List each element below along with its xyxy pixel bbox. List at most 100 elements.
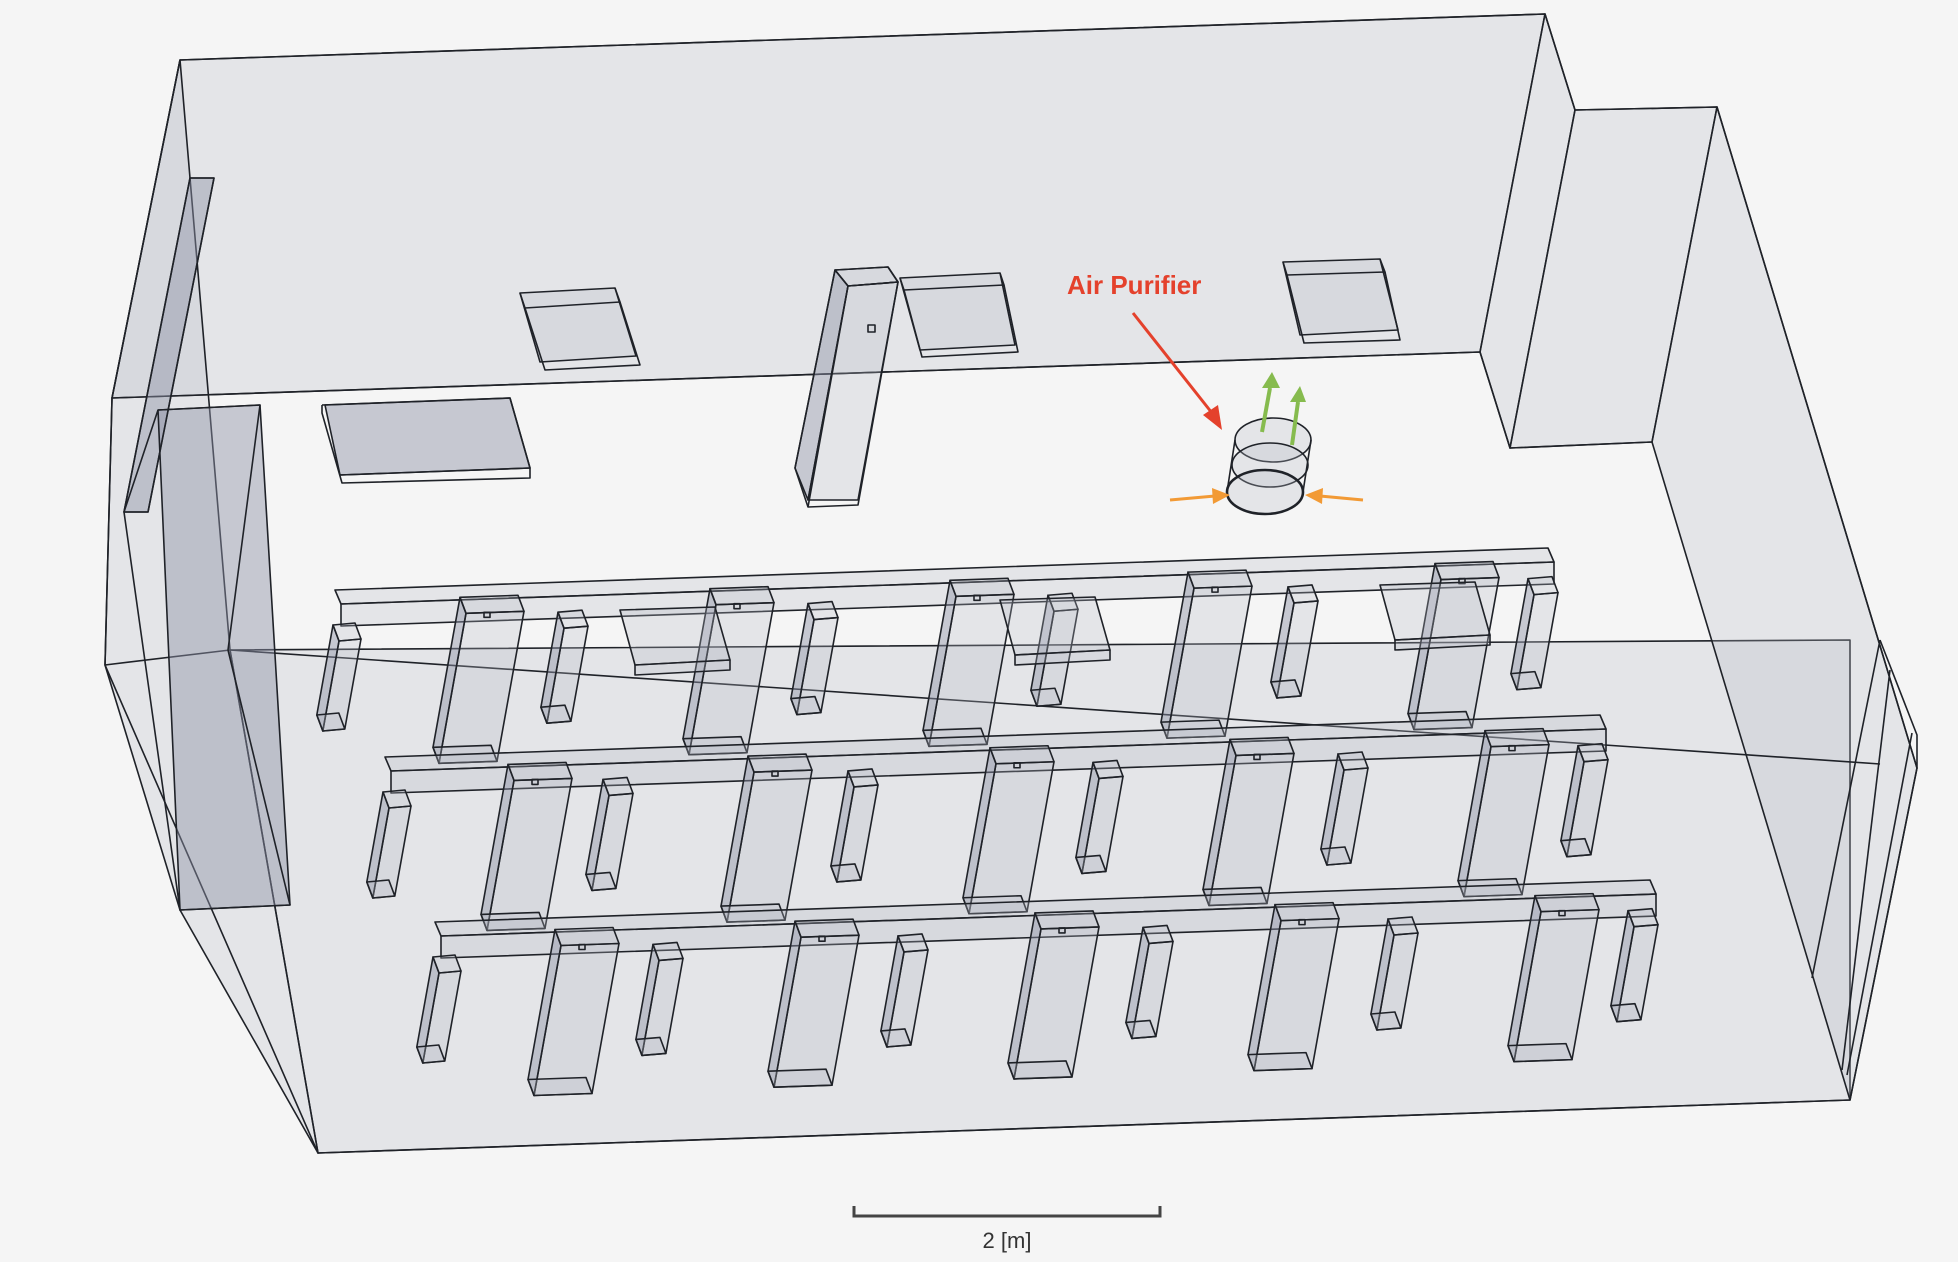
- desk-leg: [557, 609, 589, 630]
- desk-leg: [432, 954, 462, 974]
- desk-surface: [390, 728, 1607, 794]
- power-button-icon: [1558, 909, 1566, 917]
- power-button-icon: [1458, 577, 1466, 585]
- desk-leg: [652, 941, 684, 962]
- desk-leg: [540, 704, 572, 725]
- desk-leg: [807, 600, 839, 621]
- computer-tower: [1007, 1060, 1073, 1080]
- power-button-icon: [531, 778, 539, 786]
- power-button-icon: [1211, 586, 1219, 593]
- desk-leg: [1387, 916, 1419, 936]
- computer-tower: [1202, 886, 1268, 907]
- desk-leg: [1577, 742, 1609, 763]
- computer-tower: [989, 744, 1055, 765]
- scale-bar-label: 2 [m]: [983, 1228, 1032, 1253]
- power-button-icon: [771, 770, 779, 777]
- computer-tower: [1457, 877, 1523, 898]
- power-button-icon: [1253, 753, 1261, 761]
- power-button-icon: [818, 935, 826, 943]
- power-button-icon: [1013, 761, 1021, 769]
- desk-leg: [332, 622, 362, 642]
- desk-leg: [1610, 1002, 1642, 1023]
- room-shell: [104, 13, 1918, 1154]
- power-button-icon: [1058, 927, 1066, 934]
- computer-tower: [459, 594, 525, 615]
- desk-leg: [585, 871, 617, 892]
- computer-tower: [720, 903, 786, 923]
- desk-leg: [1030, 687, 1062, 708]
- power-button-icon: [483, 611, 491, 619]
- computer-tower: [1434, 560, 1500, 581]
- desk-rows: [315, 547, 1659, 1097]
- computer-tower: [794, 918, 860, 939]
- chair-seat: [1379, 581, 1491, 641]
- desk-leg: [830, 863, 862, 883]
- power-button-icon: [578, 943, 586, 951]
- chair-seat: [619, 606, 731, 666]
- chair-seat: [1014, 649, 1111, 666]
- computer-tower: [1229, 736, 1295, 757]
- desk-leg: [1337, 751, 1369, 771]
- desk-leg: [1370, 1011, 1402, 1031]
- desk-leg: [790, 695, 822, 716]
- desk-leg: [1142, 924, 1174, 945]
- desk-leg: [880, 1028, 912, 1048]
- desk-leg: [602, 776, 634, 797]
- outflow-arrows: [1260, 372, 1306, 446]
- desk-leg: [1075, 854, 1107, 875]
- desk-leg: [1527, 575, 1559, 596]
- power-button-icon: [1298, 918, 1306, 926]
- desk-leg: [1092, 759, 1124, 780]
- computer-tower: [767, 1068, 833, 1089]
- desk-leg: [897, 933, 929, 953]
- annotation-pointer: [1131, 312, 1222, 430]
- desk-leg: [382, 789, 412, 809]
- air-purifier-label: Air Purifier: [1067, 270, 1201, 300]
- scale-bar: [852, 1206, 1162, 1218]
- desk-leg: [1270, 679, 1302, 699]
- computer-tower: [1274, 901, 1340, 922]
- chair: [619, 606, 731, 676]
- desk-leg: [1320, 846, 1352, 866]
- computer-tower: [1507, 1042, 1573, 1063]
- computer-tower: [480, 911, 546, 932]
- ceiling-fixtures: [321, 258, 1401, 508]
- computer-tower: [527, 1076, 593, 1097]
- inflow-arrows: [1169, 488, 1364, 504]
- left-door-frame: [123, 177, 291, 911]
- computer-tower: [1187, 569, 1253, 589]
- power-button-icon: [733, 602, 741, 610]
- computer-tower: [949, 577, 1015, 598]
- chair: [999, 596, 1111, 666]
- computer-tower: [747, 753, 813, 773]
- computer-tower: [962, 894, 1028, 915]
- air-purifier: [1225, 417, 1312, 516]
- chair: [1379, 581, 1491, 651]
- desk-leg: [1560, 837, 1592, 858]
- computer-tower: [1247, 1051, 1313, 1072]
- computer-tower: [1534, 892, 1600, 913]
- desk-row: [415, 879, 1659, 1097]
- desk-leg: [635, 1036, 667, 1057]
- desk-leg: [1627, 907, 1659, 928]
- chair-seat: [1394, 634, 1491, 651]
- desk-row: [365, 714, 1609, 932]
- power-button-icon: [973, 594, 981, 602]
- computer-tower: [507, 761, 573, 782]
- desk-leg: [365, 879, 396, 899]
- chair-seat: [634, 659, 731, 676]
- desk-surface: [440, 893, 1657, 959]
- desk-leg: [415, 1044, 446, 1064]
- computer-tower: [554, 926, 620, 947]
- power-button-icon: [1508, 744, 1516, 752]
- computer-tower: [1484, 727, 1550, 748]
- desk-leg: [1125, 1019, 1157, 1040]
- computer-tower: [709, 585, 775, 606]
- chair-seat: [999, 596, 1111, 656]
- desk-leg: [1510, 670, 1542, 691]
- desk-leg: [315, 712, 346, 732]
- desk-leg: [1287, 584, 1319, 604]
- desk-leg: [847, 768, 879, 788]
